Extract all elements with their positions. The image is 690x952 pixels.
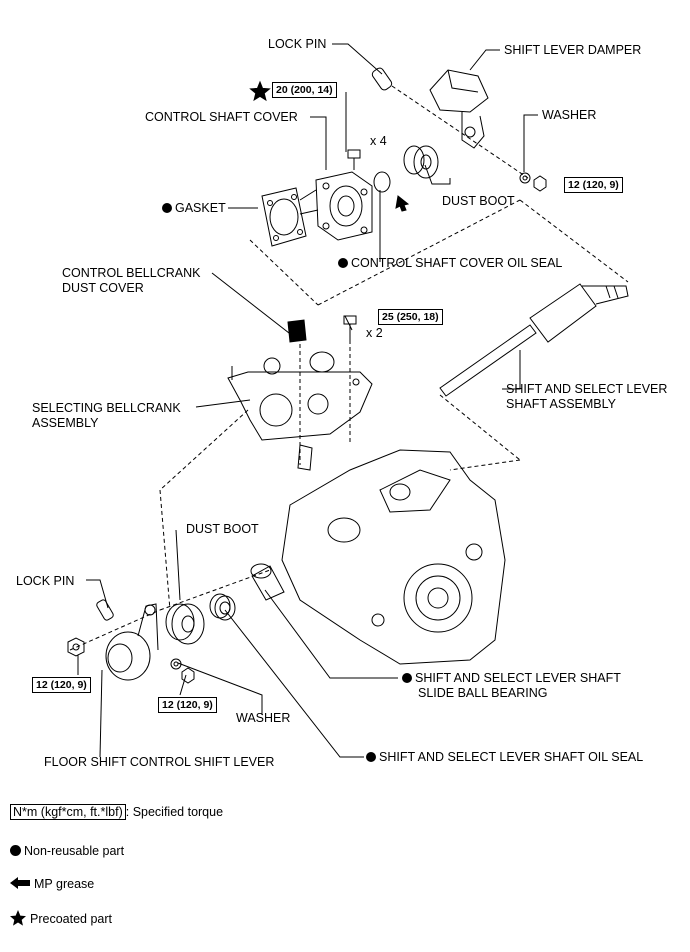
nut-left-part: [67, 637, 85, 657]
lock-pin-top-part: [371, 67, 393, 91]
legend-mp-grease: MP grease: [10, 876, 94, 892]
selecting-bellcrank-assembly-part: [227, 351, 373, 471]
shift-lever-damper-part: [429, 69, 489, 149]
label-shaft-oil-seal: SHIFT AND SELECT LEVER SHAFT OIL SEAL: [366, 750, 643, 765]
torque-lever-nut-left: 12 (120, 9): [32, 677, 91, 693]
assembly-dashed-lines: [69, 85, 629, 651]
label-washer-bottom: WASHER: [236, 711, 291, 725]
label-control-shaft-cover-oil-seal: CONTROL SHAFT COVER OIL SEAL: [338, 256, 562, 271]
label-lock-pin-top: LOCK PIN: [268, 37, 327, 51]
leader-lines: [77, 43, 538, 758]
label-gasket: GASKET: [162, 201, 226, 216]
label-dust-boot-bottom: DUST BOOT: [186, 522, 259, 536]
control-bellcrank-dust-cover-part: [287, 319, 307, 343]
torque-cover-bolt: 20 (200, 14): [272, 82, 337, 98]
transaxle-case-part: [281, 449, 506, 665]
dust-boot-top-part: [403, 145, 439, 179]
bellcrank-bolt-part: [343, 315, 357, 340]
label-control-shaft-cover: CONTROL SHAFT COVER: [145, 110, 298, 124]
label-floor-shift-lever: FLOOR SHIFT CONTROL SHIFT LEVER: [44, 755, 275, 769]
legend-torque: N*m (kgf*cm, ft.*lbf): Specified torque: [10, 804, 223, 820]
label-qty-x4: x 4: [370, 134, 387, 148]
non-reusable-dot-icon: [162, 203, 172, 213]
control-shaft-cover-part: [299, 171, 373, 241]
shaft-oil-seal-part: [209, 593, 236, 621]
gasket-part: [261, 187, 307, 247]
slide-ball-bearing-part: [250, 563, 285, 601]
mp-grease-arrow-icon: [10, 877, 30, 889]
cover-bolt-part: [347, 149, 361, 170]
non-reusable-dot-icon: [402, 673, 412, 683]
mp-grease-arrow: [395, 195, 410, 212]
dust-boot-bottom-part: [165, 603, 205, 645]
label-shift-lever-damper: SHIFT LEVER DAMPER: [504, 43, 642, 57]
floor-shift-lever-part: [105, 603, 159, 681]
label-qty-x2: x 2: [366, 326, 383, 340]
control-shaft-cover-oil-seal-part: [373, 171, 391, 193]
legend-torque-box: N*m (kgf*cm, ft.*lbf): [10, 804, 126, 820]
torque-bellcrank-bolt: 25 (250, 18): [378, 309, 443, 325]
washer-bottom-part: [170, 658, 182, 670]
label-dust-boot-top: DUST BOOT: [442, 194, 515, 208]
non-reusable-dot-icon: [338, 258, 348, 268]
torque-lever-nut-bottom: 12 (120, 9): [158, 697, 217, 713]
legend-non-reusable: Non-reusable part: [10, 843, 124, 859]
precoated-star-icon: [249, 80, 271, 102]
shift-select-lever-shaft-part: [439, 283, 629, 397]
torque-washer-nut-top: 12 (120, 9): [564, 177, 623, 193]
nut-bottom-part: [181, 667, 195, 684]
legend-precoated: Precoated part: [10, 910, 112, 927]
lock-pin-bottom-part: [96, 599, 114, 621]
non-reusable-dot-icon: [366, 752, 376, 762]
precoated-star-icon: [10, 910, 26, 926]
washer-top-part: [519, 172, 531, 184]
label-lock-pin-bottom: LOCK PIN: [16, 574, 75, 588]
nut-top-part: [533, 175, 547, 192]
non-reusable-dot-icon: [10, 845, 21, 856]
label-washer-top: WASHER: [542, 108, 597, 122]
